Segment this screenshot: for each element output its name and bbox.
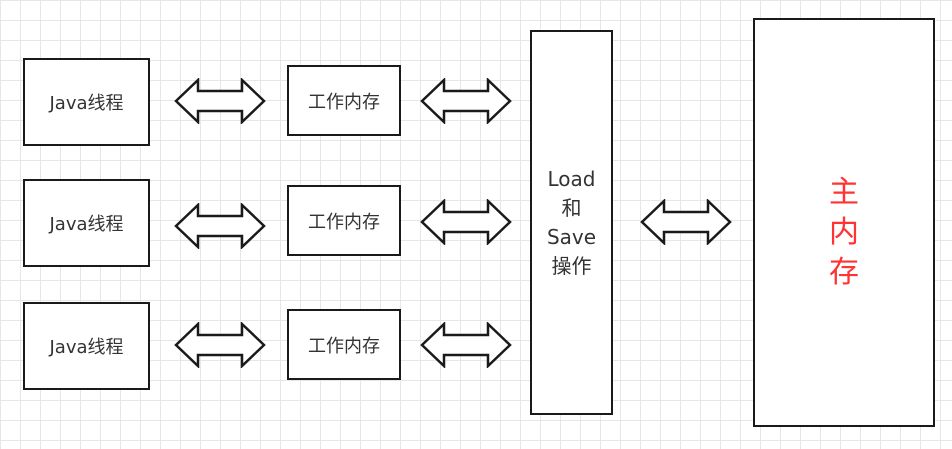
java-thread-label-1: Java线程	[49, 93, 124, 114]
java-thread-label-2: Java线程	[49, 214, 124, 235]
load-save-line-2: 和	[561, 195, 582, 220]
work-memory-box-2: 工作内存	[287, 185, 401, 256]
double-arrow-icon	[174, 203, 266, 249]
java-thread-box-2: Java线程	[23, 179, 150, 267]
double-arrow-icon	[420, 322, 512, 368]
java-thread-box-3: Java线程	[23, 302, 150, 390]
main-memory-box: 主 内 存	[753, 18, 935, 427]
java-thread-label-3: Java线程	[49, 337, 124, 358]
main-memory-line-2: 内	[829, 215, 859, 250]
load-save-operation-box: Load 和 Save 操作	[530, 30, 613, 415]
work-memory-box-3: 工作内存	[287, 309, 401, 380]
work-memory-label-1: 工作内存	[308, 91, 380, 113]
work-memory-label-3: 工作内存	[308, 335, 380, 357]
double-arrow-icon	[174, 78, 266, 124]
load-save-line-3: Save	[546, 224, 597, 249]
double-arrow-icon	[420, 199, 512, 245]
load-save-line-4: 操作	[551, 253, 592, 278]
main-memory-line-1: 主	[829, 175, 859, 210]
double-arrow-icon	[640, 199, 732, 245]
main-memory-line-3: 存	[829, 255, 859, 290]
work-memory-label-2: 工作内存	[308, 211, 380, 233]
work-memory-box-1: 工作内存	[287, 65, 401, 136]
java-thread-box-1: Java线程	[23, 58, 150, 146]
double-arrow-icon	[420, 78, 512, 124]
double-arrow-icon	[174, 322, 266, 368]
load-save-line-1: Load	[547, 166, 596, 191]
